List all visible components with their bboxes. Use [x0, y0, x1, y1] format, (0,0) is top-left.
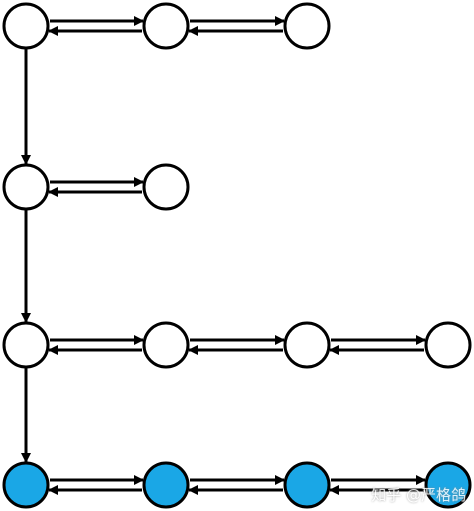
list-node	[142, 2, 190, 50]
list-node	[2, 2, 50, 50]
watermark: 知乎 @严格鸽	[371, 486, 466, 504]
highlighted-node	[142, 461, 190, 509]
list-node	[283, 321, 331, 369]
list-node	[2, 163, 50, 211]
highlighted-node	[424, 461, 472, 509]
list-node	[2, 321, 50, 369]
list-node	[142, 321, 190, 369]
list-node	[424, 321, 472, 369]
list-node	[283, 2, 331, 50]
highlighted-node	[2, 461, 50, 509]
list-node	[142, 163, 190, 211]
highlighted-node	[283, 461, 331, 509]
